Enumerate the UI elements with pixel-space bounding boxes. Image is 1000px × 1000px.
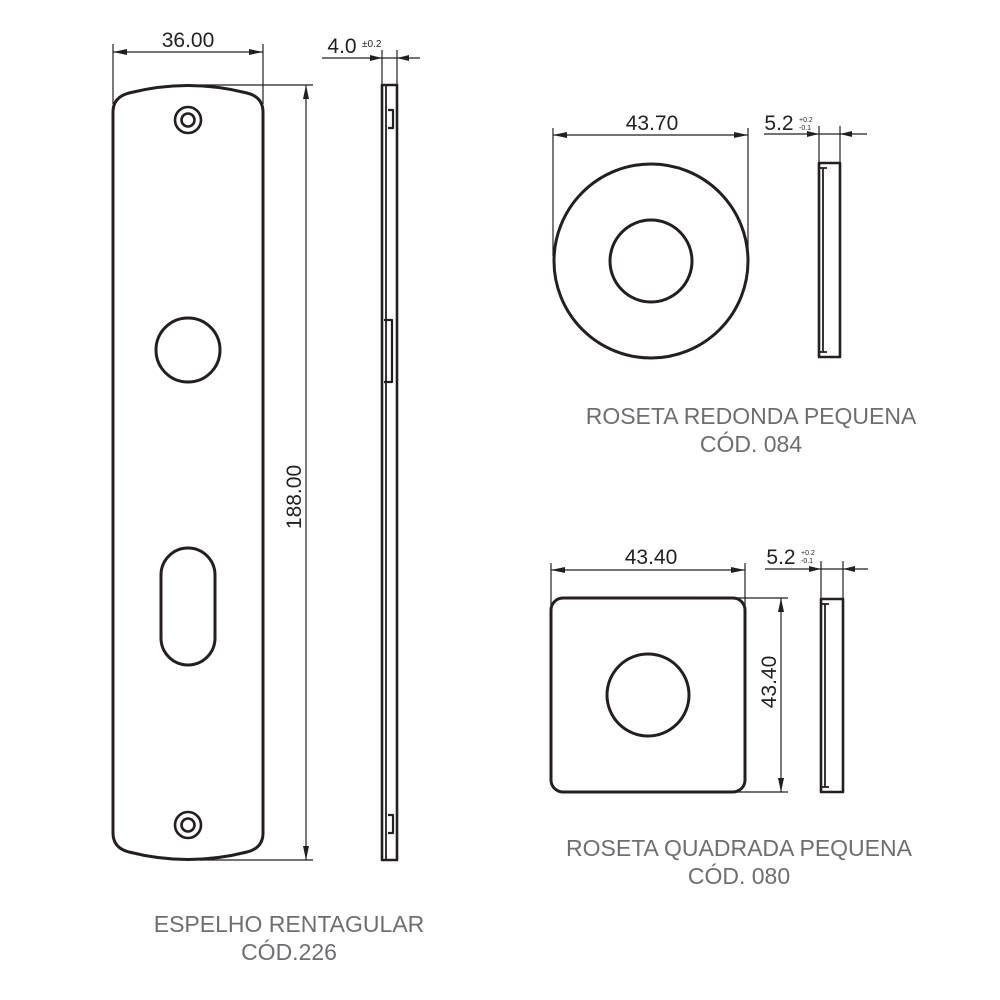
escutcheon-thickness-label: 4.0 — [327, 35, 356, 58]
escutcheon-side-outline — [380, 83, 399, 862]
round-rosette-hole — [608, 218, 694, 304]
top-screw-hole — [173, 105, 203, 135]
square-rosette-height-label: 43.40 — [758, 656, 781, 709]
escutcheon-caption: ESPELHO RENTAGULAR — [154, 911, 425, 937]
round-rosette-tol-minus: -0.1 — [799, 125, 811, 132]
escutcheon-outline — [111, 84, 265, 861]
round-rosette-code: CÓD. 084 — [700, 431, 802, 457]
round-rosette-side-view — [817, 161, 842, 359]
square-rosette-width-dimension: 43.40 — [550, 546, 746, 605]
square-rosette-outline — [549, 596, 747, 794]
square-rosette-caption: ROSETA QUADRADA PEQUENA — [566, 835, 913, 861]
round-rosette-diameter-label: 43.70 — [626, 112, 679, 135]
square-rosette-hole — [605, 652, 691, 738]
handle-hole — [154, 316, 222, 384]
escutcheon-thickness-dimension: 4.0 ±0.2 — [322, 35, 420, 88]
round-rosette-thickness-dimension: 5.2 +0.2 -0.1 — [764, 112, 867, 165]
square-rosette-side-view — [819, 597, 845, 794]
round-rosette-diameter-dimension: 43.70 — [552, 112, 749, 256]
escutcheon-height-label: 188.00 — [283, 465, 306, 529]
round-rosette-caption: ROSETA REDONDA PEQUENA — [586, 403, 917, 429]
square-rosette-thickness-label: 5.2 — [766, 546, 795, 569]
key-slot — [159, 546, 217, 667]
escutcheon-thickness-tolerance: ±0.2 — [362, 39, 382, 50]
round-rosette-outline — [552, 162, 750, 360]
round-rosette-front-view — [552, 162, 750, 360]
square-rosette-thickness-dimension: 5.2 +0.2 -0.1 — [765, 546, 868, 601]
round-rosette-tol-plus: +0.2 — [799, 117, 813, 124]
square-rosette-height-dimension: 43.40 — [690, 597, 788, 793]
round-rosette-thickness-label: 5.2 — [764, 112, 793, 135]
square-rosette-tol-plus: +0.2 — [801, 550, 815, 557]
escutcheon-front-view — [111, 84, 265, 861]
escutcheon-code: CÓD.226 — [241, 939, 337, 965]
square-rosette-tol-minus: -0.1 — [801, 558, 813, 565]
escutcheon-width-dimension: 36.00 — [112, 29, 264, 104]
bottom-screw-hole — [173, 810, 203, 840]
top-screw-hole-inner — [180, 112, 196, 128]
escutcheon-height-dimension: 188.00 — [200, 84, 313, 861]
square-rosette-front-view — [549, 596, 747, 794]
escutcheon-width-label: 36.00 — [162, 29, 215, 52]
bottom-screw-hole-inner — [180, 817, 196, 833]
escutcheon-side-view — [380, 83, 399, 862]
square-rosette-code: CÓD. 080 — [688, 863, 790, 889]
square-rosette-width-label: 43.40 — [625, 546, 678, 569]
